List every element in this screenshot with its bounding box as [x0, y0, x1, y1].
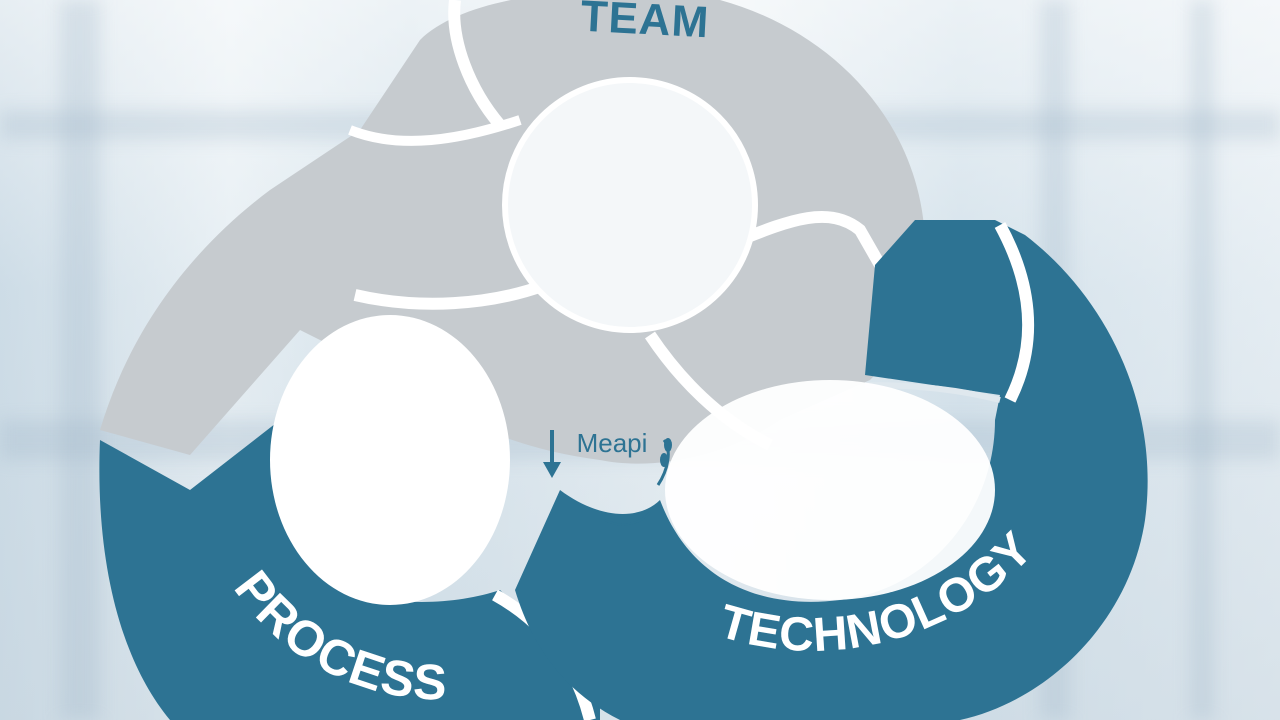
technology-segment: [515, 220, 1148, 720]
team-label: TEAM: [580, 0, 711, 47]
center-logo: Meapi: [543, 428, 672, 526]
wheat-icon: [656, 438, 672, 486]
inner-circles: [270, 77, 995, 605]
center-label: Meapi: [577, 428, 648, 458]
down-arrow-icon: [543, 430, 561, 478]
